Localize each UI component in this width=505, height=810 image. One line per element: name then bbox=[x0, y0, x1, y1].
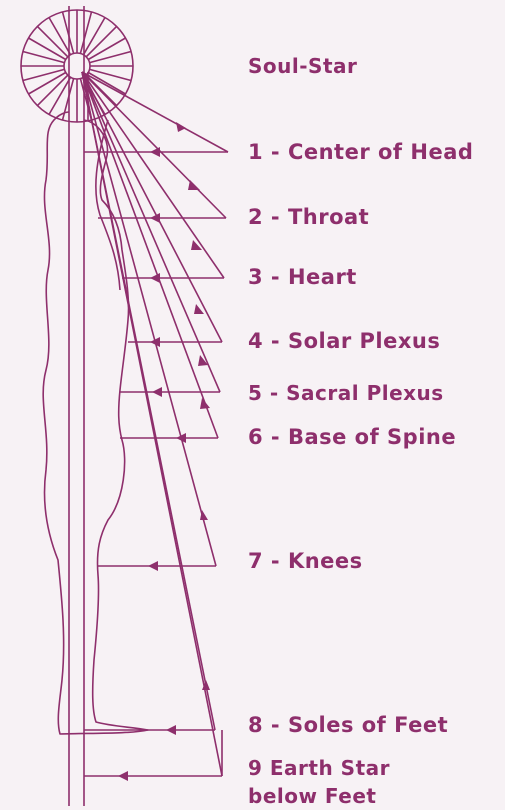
wheel-spoke bbox=[23, 52, 65, 63]
ray-arrowheads bbox=[176, 122, 210, 690]
label-knees: 7 - Knees bbox=[248, 549, 363, 573]
label-soul-star: Soul-Star bbox=[248, 54, 357, 78]
label-throat: 2 - Throat bbox=[248, 205, 369, 229]
rays-group bbox=[82, 72, 228, 776]
wheel-spoke bbox=[63, 12, 74, 54]
wheel-spoke bbox=[80, 12, 91, 54]
wheel-spoke bbox=[90, 52, 132, 63]
label-sacral-plexus: 5 - Sacral Plexus bbox=[248, 381, 444, 405]
wheel-spoke bbox=[23, 69, 65, 80]
ray-7 bbox=[82, 72, 216, 566]
ray-9 bbox=[82, 72, 222, 776]
soul-star-wheel bbox=[21, 10, 133, 122]
label-soles-of-feet: 8 - Soles of Feet bbox=[248, 713, 448, 737]
ray-5 bbox=[82, 72, 220, 392]
ray-2 bbox=[82, 72, 226, 218]
ray-4 bbox=[82, 72, 222, 342]
label-center-of-head: 1 - Center of Head bbox=[248, 140, 473, 164]
label-base-of-spine: 6 - Base of Spine bbox=[248, 425, 456, 449]
label-earth-star-line2: below Feet bbox=[248, 784, 376, 808]
label-heart: 3 - Heart bbox=[248, 265, 357, 289]
ray-6 bbox=[82, 72, 218, 438]
wheel-spoke bbox=[63, 79, 74, 121]
label-solar-plexus: 4 - Solar Plexus bbox=[248, 329, 440, 353]
label-earth-star-line1: 9 Earth Star bbox=[248, 756, 390, 780]
